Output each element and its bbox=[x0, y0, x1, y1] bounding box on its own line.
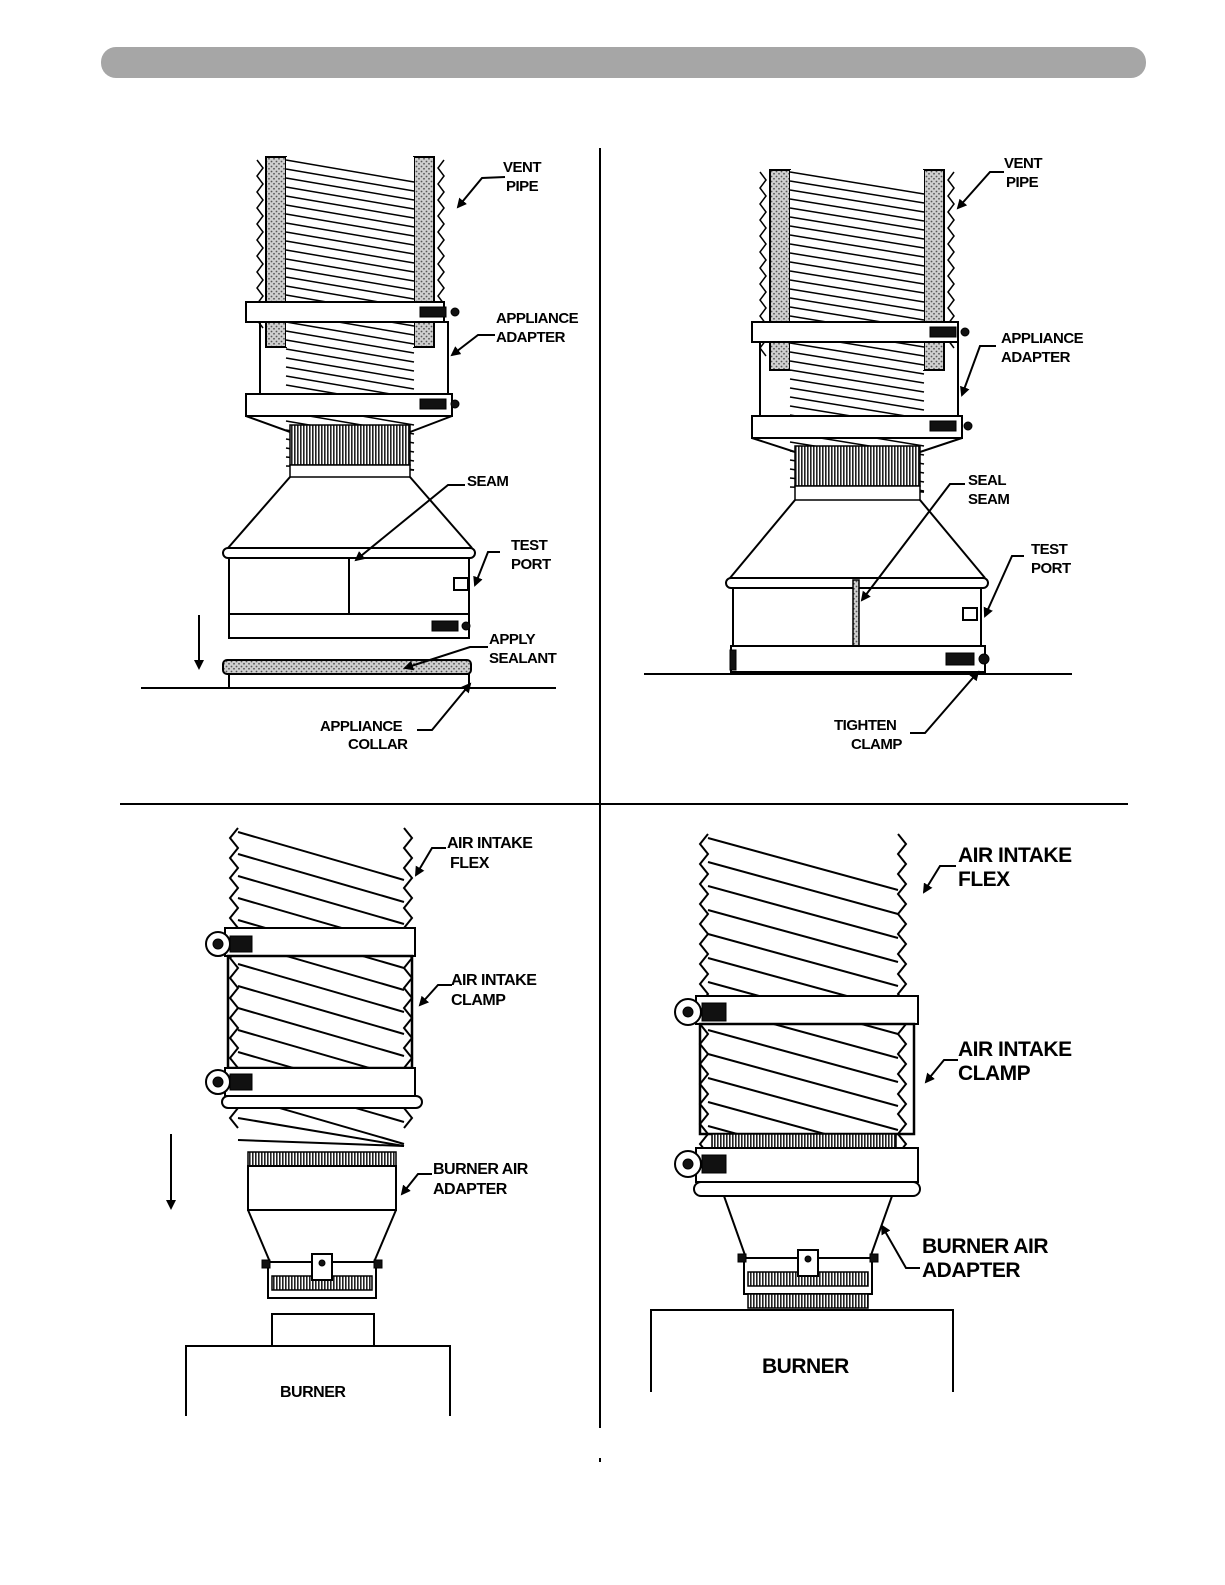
label-air-intake-clamp-line2: CLAMP bbox=[958, 1062, 1031, 1085]
label-vent-pipe-line2: PIPE bbox=[1006, 174, 1039, 191]
panel-bottom-right: AIR INTAKE FLEX AIR INTAKE CLAMP BURNER … bbox=[651, 834, 1072, 1392]
label-air-intake-clamp-line1: AIR INTAKE bbox=[451, 972, 537, 989]
test-port-fitting bbox=[963, 608, 977, 620]
label-air-intake-clamp-line2: CLAMP bbox=[451, 992, 506, 1009]
label-air-intake-clamp-line1: AIR INTAKE bbox=[958, 1038, 1072, 1061]
panel-top-right: VENT PIPE APPLIANCE ADAPTER SEAL SEAM TE… bbox=[644, 155, 1084, 753]
label-appliance-adapter-line2: ADAPTER bbox=[1001, 349, 1071, 366]
label-appliance-collar-line2: COLLAR bbox=[348, 736, 408, 753]
label-apply-sealant-line1: APPLY bbox=[489, 631, 536, 648]
label-air-intake-flex-line1: AIR INTAKE bbox=[447, 835, 533, 852]
label-burner-air-adapter-line1: BURNER AIR bbox=[922, 1235, 1048, 1258]
label-appliance-adapter-line1: APPLIANCE bbox=[1001, 330, 1084, 347]
panel-bottom-left: AIR INTAKE FLEX AIR INTAKE CLAMP BURNER … bbox=[171, 828, 537, 1416]
label-test-port-line1: TEST bbox=[1031, 541, 1068, 558]
burner bbox=[651, 1310, 953, 1392]
label-appliance-collar-line1: APPLIANCE bbox=[320, 718, 403, 735]
air-intake-clamp bbox=[206, 928, 422, 1108]
label-tighten-clamp-line2: CLAMP bbox=[851, 736, 902, 753]
label-seal-seam-line2: SEAM bbox=[968, 491, 1009, 508]
label-burner: BURNER bbox=[762, 1355, 849, 1378]
header-bar bbox=[101, 47, 1146, 78]
label-appliance-adapter-line1: APPLIANCE bbox=[496, 310, 579, 327]
label-vent-pipe-line2: PIPE bbox=[506, 178, 539, 195]
label-tighten-clamp-line1: TIGHTEN bbox=[834, 717, 896, 734]
seam-cone bbox=[644, 500, 1072, 674]
label-air-intake-flex-line2: FLEX bbox=[450, 855, 490, 872]
label-appliance-adapter-line2: ADAPTER bbox=[496, 329, 566, 346]
label-burner: BURNER bbox=[280, 1384, 346, 1401]
label-seam: SEAM bbox=[467, 473, 508, 490]
label-test-port-line2: PORT bbox=[511, 556, 551, 573]
label-burner-air-adapter-line2: ADAPTER bbox=[922, 1259, 1020, 1282]
test-port-fitting bbox=[454, 578, 468, 590]
burner-air-adapter bbox=[248, 1152, 396, 1298]
label-vent-pipe-line1: VENT bbox=[1004, 155, 1042, 172]
label-air-intake-flex-line2: FLEX bbox=[958, 868, 1010, 891]
label-burner-air-adapter-line1: BURNER AIR bbox=[433, 1161, 529, 1178]
label-test-port-line2: PORT bbox=[1031, 560, 1071, 577]
seam-cone bbox=[223, 477, 475, 638]
label-burner-air-adapter-line2: ADAPTER bbox=[433, 1181, 508, 1198]
label-air-intake-flex-line1: AIR INTAKE bbox=[958, 844, 1072, 867]
panel-top-left: VENT PIPE APPLIANCE ADAPTER SEAM TEST PO… bbox=[141, 157, 579, 753]
burner-air-adapter bbox=[724, 1196, 892, 1308]
label-apply-sealant-line2: SEALANT bbox=[489, 650, 557, 667]
label-seal-seam-line1: SEAL bbox=[968, 472, 1006, 489]
air-intake-clamp bbox=[675, 996, 920, 1196]
label-vent-pipe-line1: VENT bbox=[503, 159, 541, 176]
label-test-port-line1: TEST bbox=[511, 537, 548, 554]
